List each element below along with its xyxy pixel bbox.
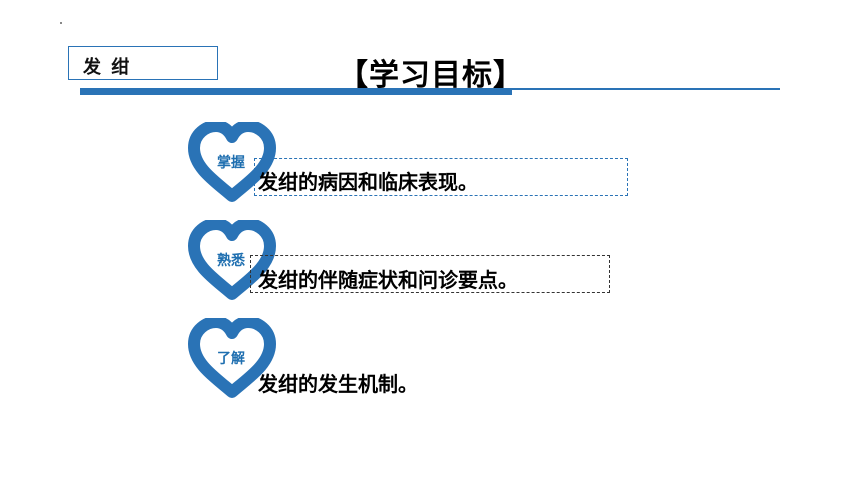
objective-item: 了解 发绀的发生机制。 bbox=[0, 318, 860, 418]
objective-frame bbox=[254, 158, 628, 196]
section-tag-label: 发 绀 bbox=[83, 57, 132, 78]
corner-mark bbox=[60, 22, 62, 24]
objective-item: 掌握 发绀的病因和临床表现。 bbox=[0, 122, 860, 222]
objective-text: 发绀的伴随症状和问诊要点。 bbox=[258, 268, 518, 292]
objective-level-badge: 掌握 bbox=[217, 152, 245, 172]
heart-icon bbox=[188, 318, 276, 398]
objective-frame bbox=[250, 255, 610, 293]
objective-level-badge: 了解 bbox=[217, 348, 245, 368]
heart-icon bbox=[188, 122, 276, 202]
objective-text: 发绀的病因和临床表现。 bbox=[258, 170, 478, 194]
title-underline-thick bbox=[80, 88, 512, 95]
page-title: 【学习目标】 bbox=[338, 58, 524, 93]
heart-icon bbox=[188, 220, 276, 300]
objective-level-badge: 熟悉 bbox=[217, 250, 245, 270]
objective-text: 发绀的发生机制。 bbox=[258, 372, 418, 396]
objective-item: 熟悉 发绀的伴随症状和问诊要点。 bbox=[0, 220, 860, 320]
title-underline-thin bbox=[512, 88, 780, 90]
section-tag: 发 绀 bbox=[68, 46, 218, 80]
